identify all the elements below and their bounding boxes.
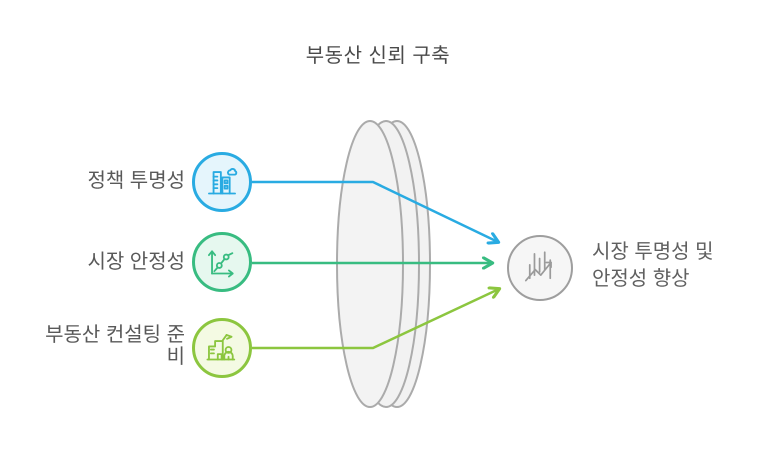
- label-line: 정책 투명성: [87, 170, 185, 192]
- label-line: 부동산 컨설팅 준: [45, 324, 185, 346]
- diagram-title: 부동산 신뢰 구축: [305, 45, 451, 67]
- city-buildings-icon: [208, 168, 238, 195]
- building-person-icon: [206, 334, 236, 361]
- line-chart-icon: [208, 250, 234, 278]
- input-label-policy-transparency: 정책 투명성: [15, 170, 185, 192]
- input-label-market-stability: 시장 안정성: [15, 251, 185, 273]
- label-line: 시장 투명성 및: [592, 241, 714, 263]
- label-line: 비: [166, 346, 185, 368]
- input-node-policy-transparency: [192, 152, 252, 212]
- output-label: 시장 투명성 및 안정성 향상: [592, 239, 752, 293]
- input-node-market-stability: [192, 232, 252, 292]
- output-node-result: [507, 235, 573, 301]
- label-line: 시장 안정성: [87, 251, 185, 273]
- connector-consulting-preparation: [252, 289, 499, 350]
- label-line: 안정성 향상: [592, 268, 690, 290]
- input-label-consulting-preparation: 부동산 컨설팅 준 비: [15, 324, 185, 368]
- input-node-consulting-preparation: [192, 318, 252, 378]
- growth-chart-icon: [524, 251, 552, 282]
- connector-policy-transparency: [252, 180, 498, 242]
